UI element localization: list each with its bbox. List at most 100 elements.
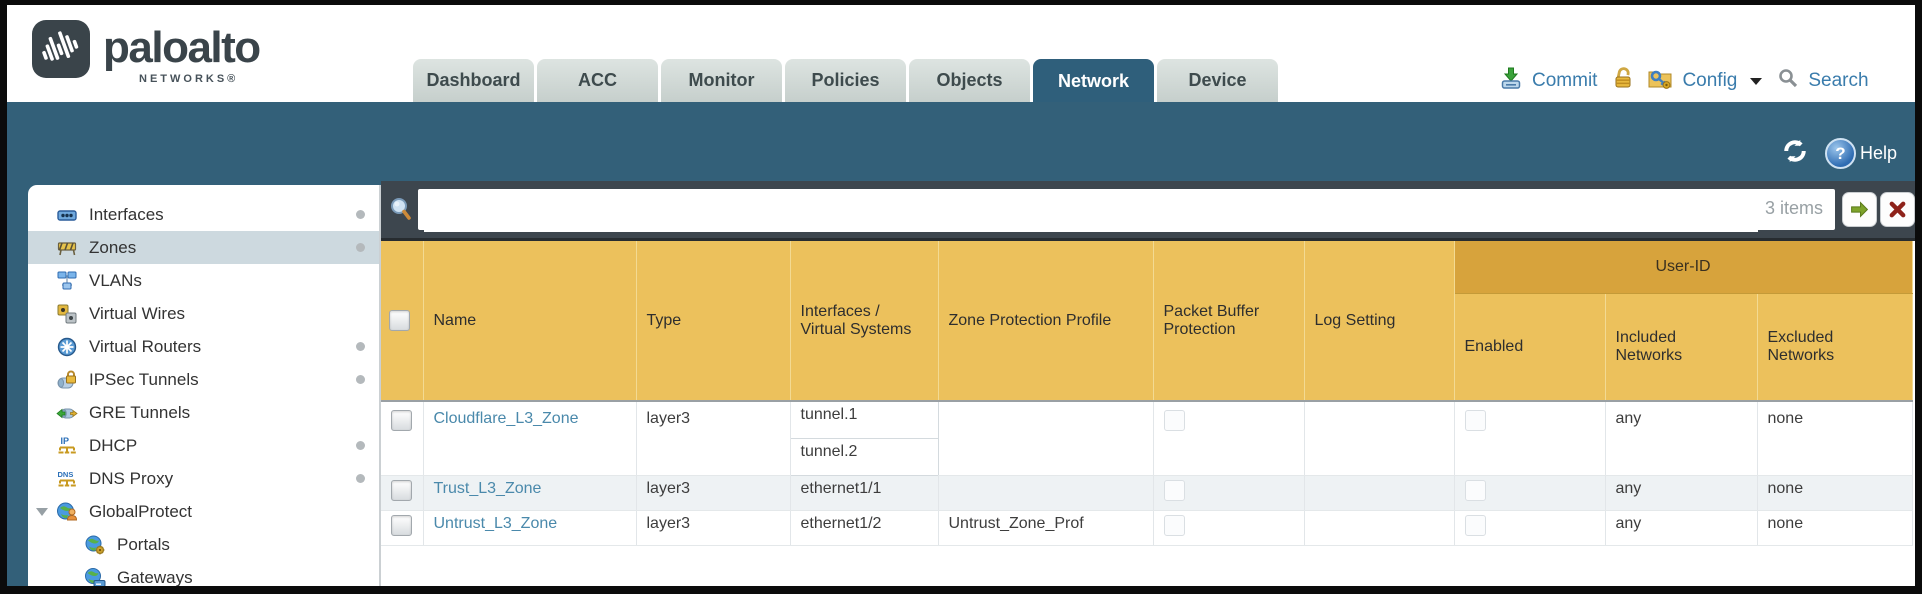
included-networks-cell: any (1605, 475, 1758, 511)
svg-text:IP: IP (61, 436, 70, 446)
table-row: Trust_L3_Zone layer3 ethernet1/1 any non… (381, 475, 1913, 511)
commit-button[interactable]: Commit (1532, 70, 1598, 91)
main-content: 3 items (381, 181, 1915, 586)
tab-network[interactable]: Network (1033, 59, 1154, 104)
filter-input[interactable] (424, 189, 1758, 232)
commit-icon (1499, 66, 1523, 96)
enabled-cell (1454, 401, 1606, 476)
gateways-icon (84, 567, 106, 586)
brand-sub-wordmark: NETWORKS® (139, 73, 239, 85)
sidebar-item-globalprotect[interactable]: GlobalProtect (28, 495, 379, 528)
chevron-down-icon[interactable] (1750, 77, 1763, 85)
sidebar-item-virtual-wires[interactable]: Virtual Wires (28, 297, 379, 330)
sidebar-item-dhcp[interactable]: IP DHCP (28, 429, 379, 462)
interface-cell: tunnel.2 (789, 438, 939, 476)
select-all-header (381, 241, 424, 402)
sidebar-item-ipsec-tunnels[interactable]: IPSec Tunnels (28, 363, 379, 396)
brand-wordmark: paloalto (103, 23, 261, 72)
svg-text:DNS: DNS (58, 470, 74, 479)
zone-protection-cell: Untrust_Zone_Prof (938, 510, 1154, 546)
status-dot (356, 342, 365, 351)
global-find-button[interactable]: Search (1808, 70, 1869, 91)
sidebar-item-interfaces[interactable]: Interfaces (28, 198, 379, 231)
col-header-packet-buffer-protection[interactable]: Packet Buffer Protection (1153, 241, 1305, 402)
header-actions: Commit (1499, 61, 1869, 101)
row-checkbox[interactable] (391, 480, 412, 501)
sidebar-nav: Interfaces Zones (28, 185, 379, 586)
apply-filter-button[interactable] (1842, 192, 1877, 227)
sidebar-item-portals[interactable]: Portals (28, 528, 379, 561)
sidebar-item-gateways[interactable]: Gateways (28, 561, 379, 586)
enabled-checkbox[interactable] (1464, 410, 1486, 431)
dhcp-icon: IP (56, 435, 78, 457)
row-checkbox[interactable] (391, 410, 412, 431)
main-nav-tabs: Dashboard ACC Monitor Policies Objects N… (413, 59, 1278, 104)
sidebar-item-dns-proxy[interactable]: DNS DNS Proxy (28, 462, 379, 495)
packet-buffer-checkbox[interactable] (1163, 410, 1185, 431)
sidebar-item-virtual-routers[interactable]: Virtual Routers (28, 330, 379, 363)
select-all-checkbox[interactable] (389, 310, 410, 331)
packet-buffer-checkbox[interactable] (1163, 515, 1185, 536)
row-select-cell (381, 401, 424, 476)
tab-device[interactable]: Device (1157, 59, 1278, 102)
ipsec-tunnels-icon (56, 369, 78, 391)
refresh-icon[interactable] (1781, 137, 1809, 170)
clear-filter-button[interactable] (1880, 192, 1915, 227)
zone-name-link[interactable]: Cloudflare_L3_Zone (433, 410, 579, 427)
item-count: 3 items (1764, 198, 1823, 218)
gre-tunnels-icon (56, 402, 78, 424)
excluded-networks-cell: none (1757, 510, 1913, 546)
status-dot (356, 375, 365, 384)
log-setting-cell (1304, 475, 1455, 511)
zone-type-cell: layer3 (636, 475, 791, 511)
interface-cell: ethernet1/1 (790, 475, 939, 511)
col-header-excluded-networks[interactable]: Excluded Networks (1757, 293, 1913, 402)
sidebar-item-vlans[interactable]: VLANs (28, 264, 379, 297)
col-header-included-networks[interactable]: Included Networks (1605, 293, 1758, 402)
sidebar-item-label: GlobalProtect (89, 501, 192, 521)
interfaces-icon (56, 204, 78, 226)
table-row: Untrust_L3_Zone layer3 ethernet1/2 Untru… (381, 510, 1913, 546)
portals-icon (84, 534, 106, 556)
tab-monitor[interactable]: Monitor (661, 59, 782, 102)
enabled-cell (1454, 510, 1606, 546)
network-sidebar: Interfaces Zones (28, 185, 381, 586)
packet-buffer-cell (1153, 475, 1305, 511)
col-header-zone-protection-profile[interactable]: Zone Protection Profile (938, 241, 1154, 402)
sub-header-band (7, 102, 1915, 181)
config-button[interactable]: Config (1682, 70, 1738, 91)
enabled-checkbox[interactable] (1464, 515, 1486, 536)
tab-acc[interactable]: ACC (537, 59, 658, 102)
paloalto-logo-icon (31, 19, 91, 84)
green-arrow-icon (1851, 201, 1869, 218)
enabled-checkbox[interactable] (1464, 480, 1486, 501)
zones-table: Name Type Interfaces / Virtual Systems Z… (381, 241, 1913, 546)
col-header-log-setting[interactable]: Log Setting (1304, 241, 1455, 402)
log-setting-cell (1304, 510, 1455, 546)
sidebar-item-label: VLANs (89, 270, 142, 290)
zone-name-link[interactable]: Trust_L3_Zone (433, 480, 542, 497)
help-button[interactable]: ? Help (1824, 138, 1897, 169)
col-header-interfaces[interactable]: Interfaces / Virtual Systems (790, 241, 939, 402)
row-checkbox[interactable] (391, 515, 412, 536)
zone-name-link[interactable]: Untrust_L3_Zone (433, 515, 558, 532)
tab-dashboard[interactable]: Dashboard (413, 59, 534, 102)
zone-name-cell: Untrust_L3_Zone (423, 510, 637, 546)
included-networks-cell: any (1605, 401, 1758, 476)
globalprotect-icon (56, 501, 78, 523)
col-header-type[interactable]: Type (636, 241, 791, 402)
packet-buffer-checkbox[interactable] (1163, 480, 1185, 501)
tab-objects[interactable]: Objects (909, 59, 1030, 102)
sidebar-item-label: Virtual Routers (89, 336, 202, 356)
packet-buffer-cell (1153, 401, 1305, 476)
col-header-name[interactable]: Name (423, 241, 637, 402)
row-select-cell (381, 510, 424, 546)
tab-policies[interactable]: Policies (785, 59, 906, 102)
collapse-triangle-icon[interactable] (36, 508, 48, 516)
col-header-enabled[interactable]: Enabled (1454, 293, 1606, 402)
filter-search-icon (388, 196, 414, 229)
lock-icon[interactable] (1612, 66, 1634, 96)
sidebar-item-gre-tunnels[interactable]: GRE Tunnels (28, 396, 379, 429)
sidebar-item-zones[interactable]: Zones (28, 231, 379, 264)
